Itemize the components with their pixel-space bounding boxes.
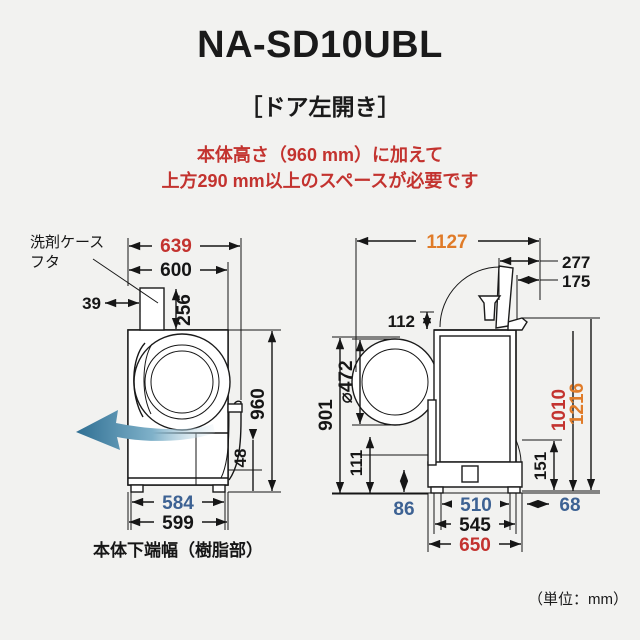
- bottom-width-caption: 本体下端幅（樹脂部）: [93, 540, 263, 560]
- dim-510-bg: [452, 492, 500, 514]
- dim-599-bg: [154, 510, 202, 532]
- dim-639: 639: [160, 236, 192, 257]
- side-view-group: 1127 277 175 112 901 ⌀472: [316, 229, 600, 556]
- dim-650-bg: [451, 532, 499, 554]
- dim-112: 112: [388, 312, 415, 331]
- door-outer-ring: [133, 333, 231, 431]
- door-inner-ring: [144, 344, 220, 420]
- hose-clip: [227, 403, 243, 413]
- front-foot-left: [130, 484, 144, 493]
- dim-86: 86: [393, 499, 414, 520]
- detergent-case-lid: [139, 287, 165, 331]
- door-swing-arc: [439, 266, 501, 328]
- clearance-note-line2: 上方290 mm以上のスペースが必要です: [161, 171, 479, 191]
- dim-901: 901: [316, 399, 337, 431]
- side-foot-right: [507, 486, 521, 494]
- dim-1010: 1010: [549, 389, 570, 431]
- side-left-trim: [427, 399, 437, 466]
- dim-960: 960: [248, 388, 269, 420]
- side-drum-outer: [351, 338, 439, 426]
- door-hinge-fixture: [477, 295, 502, 321]
- dim-600-bg: [152, 258, 200, 280]
- front-foot-right: [212, 484, 226, 493]
- dim-175: 175: [562, 272, 590, 291]
- dim-600: 600: [160, 260, 192, 281]
- dim-584-bg: [154, 490, 202, 512]
- dim-510: 510: [460, 495, 492, 516]
- leader-detergent-case: [92, 258, 159, 304]
- side-cabinet-inner-panel: [439, 335, 511, 463]
- dim-39: 39: [82, 294, 101, 313]
- door-handle-inner: [143, 343, 153, 415]
- dim-545: 545: [459, 515, 491, 536]
- front-view-group: 639 600 39 256 960 48: [30, 234, 281, 560]
- open-door-panel: [495, 265, 514, 329]
- door-glass: [150, 350, 214, 414]
- dim-599: 599: [162, 513, 194, 534]
- dim-48: 48: [231, 449, 250, 468]
- dim-1216: 1216: [567, 383, 588, 425]
- detergent-case-label-line2: フタ: [30, 254, 60, 271]
- dim-151: 151: [531, 452, 550, 480]
- dim-1127: 1127: [426, 232, 467, 253]
- drain-hose-inner: [220, 411, 230, 479]
- dim-472: ⌀472: [336, 360, 357, 403]
- dim-584: 584: [162, 493, 194, 514]
- dim-1127-bg: [416, 229, 478, 252]
- side-right-curve: [515, 439, 522, 463]
- dim-111: 111: [347, 450, 366, 477]
- door-direction-label: ［ドア左開き］: [239, 94, 401, 120]
- dim-545-bg: [451, 512, 499, 534]
- unit-note: （単位：mm）: [528, 591, 628, 608]
- dim-277: 277: [562, 253, 590, 272]
- detergent-case-label-line1: 洗剤ケース: [30, 234, 104, 251]
- dim-256: 256: [174, 294, 195, 326]
- door-handle-edge: [133, 342, 146, 418]
- door-open-direction-arrow: [76, 410, 215, 450]
- side-lid-knob: [507, 317, 528, 331]
- dim-639-bg: [152, 234, 200, 256]
- page-title: NA-SD10UBL: [197, 24, 443, 66]
- clearance-note-line1: 本体高さ（960 mm）に加えて: [196, 145, 444, 165]
- side-foot-left: [430, 486, 444, 494]
- dim-650: 650: [459, 535, 491, 556]
- side-plinth-detail: [461, 465, 479, 483]
- dim-68: 68: [559, 495, 580, 516]
